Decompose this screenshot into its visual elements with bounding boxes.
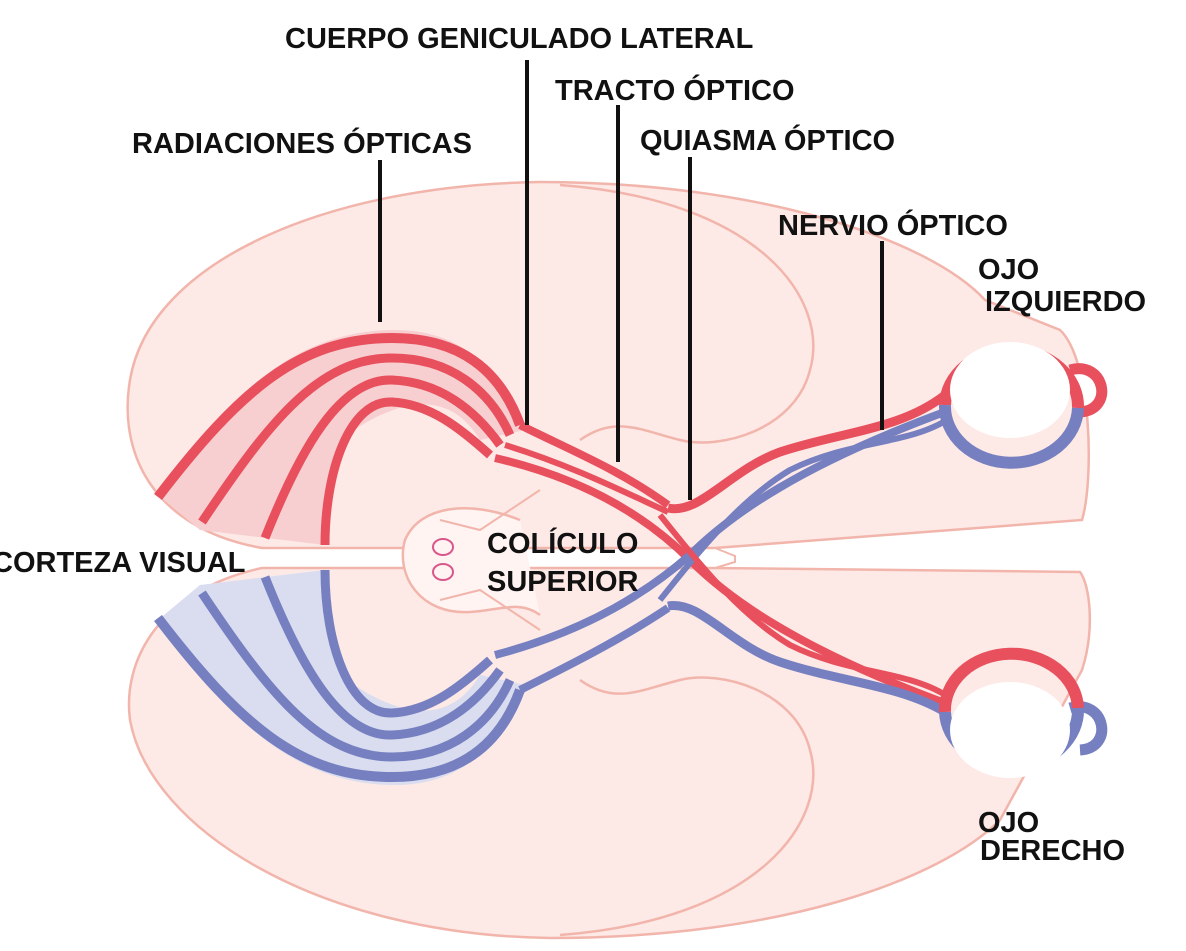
right-radiation-1 — [154, 614, 525, 783]
midbrain-contour-upper — [439, 489, 541, 532]
right-radiation-3 — [260, 575, 504, 740]
label-superior-colliculus-line2: SUPERIOR — [487, 566, 639, 598]
left-optic-tract-2 — [504, 442, 670, 515]
right-radiation-4 — [320, 569, 494, 718]
right-visual-pathway — [154, 406, 952, 785]
superior-colliculus-right — [432, 563, 454, 581]
chiasm-notch — [714, 547, 736, 569]
left-radiation-2 — [198, 353, 515, 525]
label-optic-radiations: RADIACIONES ÓPTICAS — [132, 126, 472, 160]
right-optic-tract-1 — [518, 604, 671, 694]
label-lateral-geniculate: CUERPO GENICULADO LATERAL — [285, 23, 753, 55]
label-optic-nerve: NERVIO ÓPTICO — [778, 208, 1008, 242]
superior-colliculus-left — [432, 538, 454, 556]
right-eye — [938, 647, 1108, 778]
label-left-eye-line1: OJO — [978, 254, 1039, 286]
midbrain-contour-lower — [439, 588, 541, 631]
label-optic-chiasm: QUIASMA ÓPTICO — [640, 123, 895, 157]
left-eye — [938, 342, 1108, 469]
label-superior-colliculus-line1: COLÍCULO — [487, 526, 638, 560]
right-optic-nerve-blue — [667, 601, 948, 716]
label-right-eye-line1: OJO — [978, 807, 1039, 839]
left-radiation-3 — [260, 375, 504, 540]
left-eye-lower-retina — [938, 404, 1084, 469]
right-temporal-contour — [559, 676, 815, 937]
right-radiation-2 — [198, 590, 515, 762]
left-eye-globe — [950, 342, 1070, 438]
midbrain-contour — [401, 507, 541, 617]
left-optic-nerve-blue — [657, 415, 952, 602]
label-optic-tract: TRACTO ÓPTICO — [555, 73, 795, 107]
left-radiation-1 — [154, 332, 525, 501]
label-visual-cortex: CORTEZA VISUAL — [0, 547, 245, 579]
left-temporal-contour — [559, 183, 815, 444]
right-eye-globe — [950, 682, 1070, 778]
label-left-eye-line2: IZQUIERDO — [985, 286, 1146, 318]
left-visual-pathway — [154, 330, 952, 709]
leader-lines — [378, 60, 884, 500]
left-optic-tract-1 — [518, 421, 671, 509]
right-eye-upper-retina — [938, 647, 1084, 713]
brain — [126, 180, 1092, 940]
right-optic-nerve-red — [657, 513, 952, 701]
label-right-eye-line2: DERECHO — [980, 835, 1125, 867]
left-optic-nerve-red — [667, 391, 948, 514]
left-radiation-4 — [320, 397, 494, 546]
labels: CUERPO GENICULADO LATERAL TRACTO ÓPTICO … — [0, 23, 1146, 867]
